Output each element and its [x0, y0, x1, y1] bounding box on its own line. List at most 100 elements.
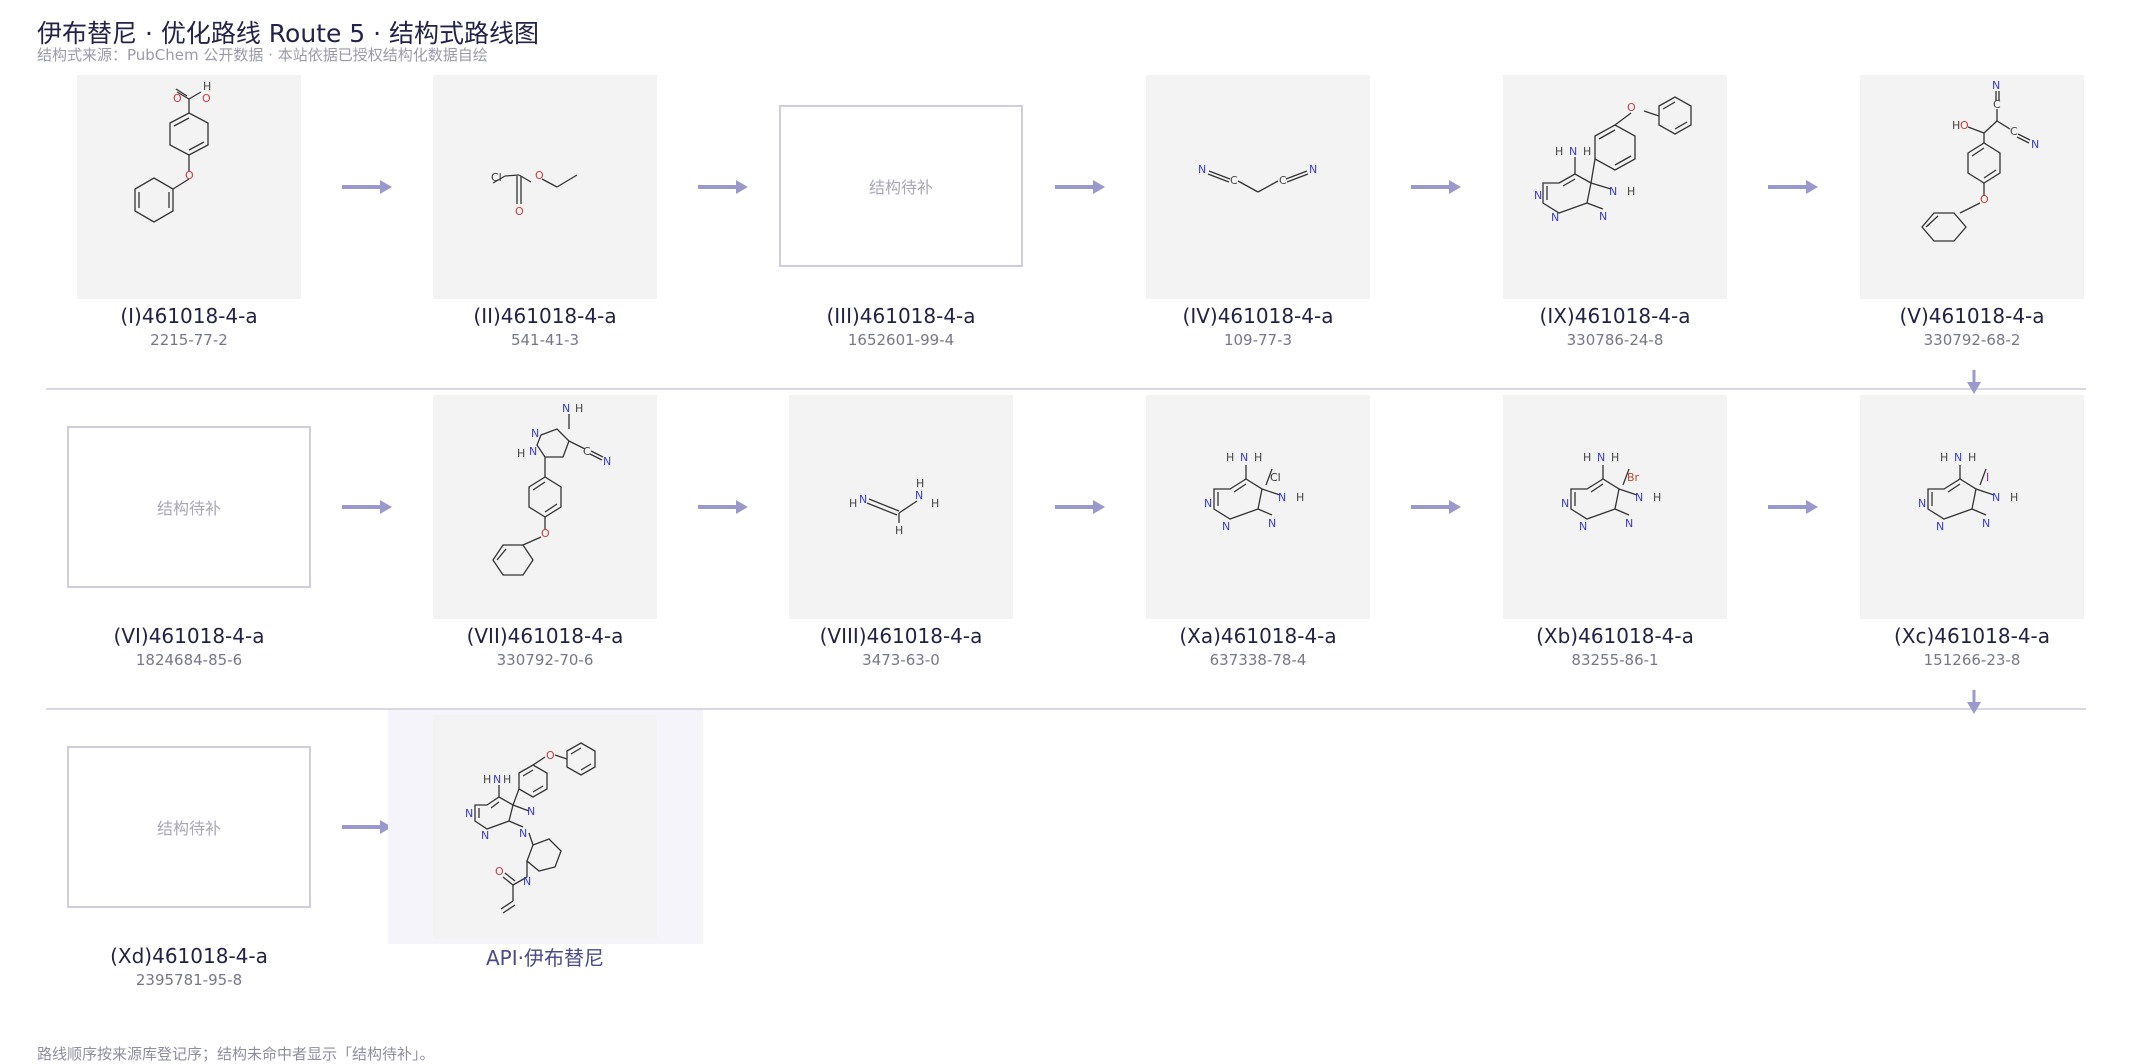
node-label-Xd: (Xd)461018-4-a [110, 944, 268, 968]
atom-label: N [1918, 497, 1926, 510]
node-cas-II: 541-41-3 [510, 331, 580, 349]
structure-drawing-IV: N C C N [1198, 163, 1317, 193]
atom-label: H [503, 773, 511, 786]
arrow-down [1967, 370, 1981, 394]
atom-label: H [1296, 491, 1304, 504]
atom-label: O [495, 865, 504, 878]
atom-label: N [1309, 163, 1317, 176]
atom-label: N [1278, 491, 1286, 504]
atom-label: H [1555, 145, 1563, 158]
node-label-VII: (VII)461018-4-a [466, 624, 624, 648]
atom-label: H [1940, 451, 1948, 464]
atom-label: N [531, 427, 539, 440]
placeholder-text: 结构待补 [868, 178, 933, 197]
node-label-III: (III)461018-4-a [826, 304, 976, 328]
arrow-right [1411, 180, 1461, 194]
atom-label: N [1625, 517, 1633, 530]
structure-drawing-V: N C C N O H O [1921, 79, 2039, 242]
structure-drawing-Xc: N H H I N N N N H [1918, 451, 2018, 533]
atom-label: N [1992, 491, 2000, 504]
node-cas-IX: 330786-24-8 [1566, 331, 1664, 349]
atom-label: C [1279, 174, 1287, 187]
atom-label: N [1561, 497, 1569, 510]
structure-card-api[interactable]: O N H H N N N N N O [433, 715, 657, 939]
placeholder-text: 结构待补 [156, 819, 221, 838]
atom-label: H [203, 80, 211, 93]
structure-card-IV[interactable]: N C C N [1146, 75, 1370, 299]
node-label-V: (V)461018-4-a [1899, 304, 2045, 328]
atom-label: C [1230, 174, 1238, 187]
arrow-right [1768, 500, 1818, 514]
atom-label: N [859, 493, 867, 506]
page-subtitle: 结构式来源：PubChem 公开数据 · 本站依据已授权结构化数据自绘 [37, 46, 488, 64]
atom-label: N [527, 805, 535, 818]
arrow-right [1055, 500, 1105, 514]
api-label: API·伊布替尼 [486, 946, 604, 970]
structure-placeholder-VI: 结构待补 [67, 426, 311, 588]
atom-label: H [1611, 451, 1619, 464]
structure-drawing-II: Cl O O [491, 169, 578, 218]
node-cas-Xb: 83255-86-1 [1571, 651, 1659, 669]
arrow-right [698, 180, 748, 194]
node-label-Xb: (Xb)461018-4-a [1536, 624, 1694, 648]
structure-card-Xc[interactable]: N H H I N N N N H [1860, 395, 2084, 619]
arrow-right [342, 500, 392, 514]
node-cas-VIII: 3473-63-0 [862, 651, 940, 669]
atom-label: N [603, 455, 611, 468]
structure-card-VIII[interactable]: H N N H H H [789, 395, 1013, 619]
arrow-right [1055, 180, 1105, 194]
atom-label: N [1635, 491, 1643, 504]
atom-label: N [529, 445, 537, 458]
atom-label: H [1254, 451, 1262, 464]
atom-label: H [575, 402, 583, 415]
node-cas-Xc: 151266-23-8 [1923, 651, 2021, 669]
structure-card-VII[interactable]: N H N N H C N O [433, 395, 657, 619]
atom-label: N [1204, 497, 1212, 510]
atom-label: N [493, 773, 501, 786]
atom-label: H [1627, 185, 1635, 198]
structure-card-I[interactable]: O O H O [77, 75, 301, 299]
atom-label: N [1551, 211, 1559, 224]
structure-drawing-I: O O H O [134, 80, 211, 223]
node-label-IX: (IX)461018-4-a [1539, 304, 1691, 328]
row-connector-line [46, 708, 2086, 710]
atom-label: N [562, 402, 570, 415]
structure-drawing-VII: N H N N H C N O [492, 402, 611, 576]
atom-label: N [1534, 189, 1542, 202]
arrow-right [698, 500, 748, 514]
structure-card-Xa[interactable]: N H H Cl N N N N H [1146, 395, 1370, 619]
node-cas-IV: 109-77-3 [1223, 331, 1293, 349]
atom-label: N [1609, 185, 1617, 198]
atom-label: N [1936, 520, 1944, 533]
structure-card-IX[interactable]: O N N N N H N H H [1503, 75, 1727, 299]
structure-card-II[interactable]: Cl O O [433, 75, 657, 299]
atom-label: O [541, 527, 550, 540]
page-title: 伊布替尼 · 优化路线 Route 5 · 结构式路线图 [37, 19, 540, 48]
atom-label: N [1982, 517, 1990, 530]
node-cas-Xd: 2395781-95-8 [135, 971, 243, 989]
structure-drawing-Xb: N H H Br N N N N H [1561, 451, 1661, 533]
node-label-Xc: (Xc)461018-4-a [1893, 624, 2051, 648]
atom-label: O [1627, 101, 1636, 114]
atom-label: H [517, 447, 525, 460]
atom-label: Cl [491, 171, 502, 184]
atom-label: C [2010, 125, 2018, 138]
atom-label: N [1597, 451, 1605, 464]
arrow-right [1768, 180, 1818, 194]
atom-label: O [535, 169, 544, 182]
node-cas-V: 330792-68-2 [1923, 331, 2021, 349]
atom-label: C [583, 445, 591, 458]
atom-label: H [916, 477, 924, 490]
node-label-I: (I)461018-4-a [120, 304, 258, 328]
atom-label: N [1240, 451, 1248, 464]
atom-label: N [1198, 163, 1206, 176]
arrow-right [342, 820, 392, 834]
structure-card-V[interactable]: N C C N O H O [1860, 75, 2084, 299]
atom-label: H [2010, 491, 2018, 504]
atom-label: C [1993, 98, 2001, 111]
atom-label: H [1968, 451, 1976, 464]
structure-drawing-IX: O N N N N H N H H [1534, 96, 1692, 224]
atom-label: O [202, 92, 211, 105]
structure-card-Xb[interactable]: N H H Br N N N N H [1503, 395, 1727, 619]
atom-label: H [483, 773, 491, 786]
